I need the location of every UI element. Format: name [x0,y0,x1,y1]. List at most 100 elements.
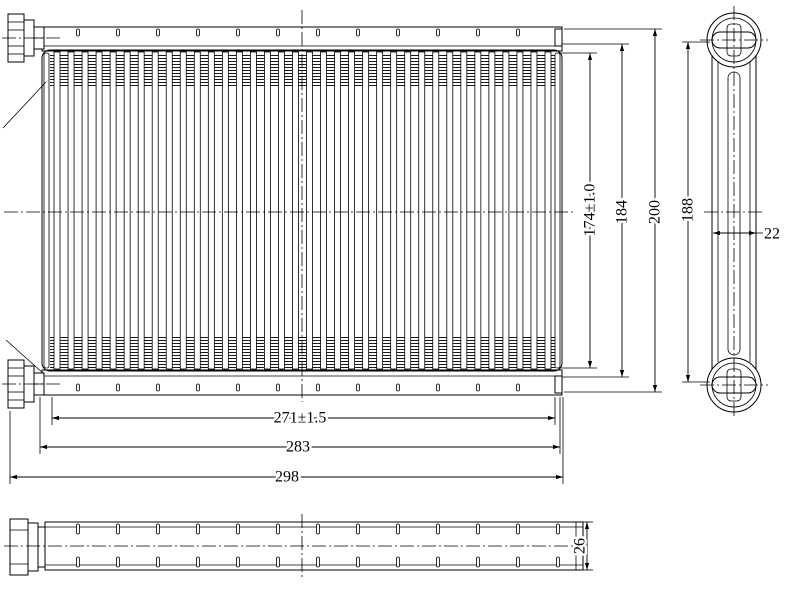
header-slot [396,28,400,37]
bottom-fin-zone [50,337,555,368]
header-slot [76,556,80,568]
header-slot [156,383,160,392]
header-slot [116,383,120,392]
header-slot [396,556,400,568]
tube [502,51,510,370]
header-slot [236,523,240,535]
header-slot [356,556,360,568]
tube [432,51,440,370]
tube [460,51,468,370]
header-slot [276,28,280,37]
tube [418,51,426,370]
header-slots-bottom [76,383,520,392]
side-view [700,6,768,418]
dimension-label: 22 [764,226,780,243]
header-slot [436,523,440,535]
tube [193,51,201,370]
tube [53,51,61,370]
dimension-label: 188 [680,198,697,222]
dimension-overall-width: 298 [9,397,564,488]
tube [348,51,356,370]
header-slot [276,383,280,392]
dimension-label: 184 [614,200,631,224]
dimension-label: 26 [572,538,589,554]
tube [474,51,482,370]
header-slot [476,383,480,392]
top-header-end-cap [554,28,563,47]
header-slot [476,523,480,535]
tube [446,51,454,370]
leader-line-top [2,81,47,129]
tube [516,51,524,370]
header-slot [356,383,360,392]
dimension-depth: 26 [569,521,593,571]
tube [179,51,187,370]
tube [306,51,313,370]
header-slot [156,523,160,535]
tube [362,51,370,370]
header-slot [116,523,120,535]
tube [81,51,89,370]
header-slot [196,523,200,535]
side-plate-left [43,52,50,369]
header-slot [276,523,280,535]
header-slot [516,556,520,568]
dimension-label: 271±1.5 [274,410,327,427]
bottom-view-slots-bottom [76,556,560,568]
header-slot [396,383,400,392]
tube [67,51,75,370]
dimension-overall-height: 200 [564,28,666,393]
header-slot [236,383,240,392]
tube [207,51,215,370]
header-slot [516,383,520,392]
header-slot [236,28,240,37]
header-slot [196,556,200,568]
dimensions: 174±1.0 184 200 188 22 [9,28,783,571]
tube [376,51,384,370]
tube [292,51,299,370]
header-slot [436,28,440,37]
header-slot [476,556,480,568]
tube [488,51,496,370]
dimension-label: 298 [275,469,299,486]
tube [123,51,131,370]
header-slot [116,28,120,37]
tube [109,51,117,370]
header-slot [236,556,240,568]
header-slots-top [76,28,520,37]
tube [530,51,538,370]
dimension-side-height: 188 [677,41,710,383]
header-slot [436,383,440,392]
header-slot [556,556,560,568]
tube [390,51,398,370]
tube [544,51,552,370]
header-slot [476,28,480,37]
header-slot [396,523,400,535]
header-slot [76,28,80,37]
tube [221,51,229,370]
tube [137,51,145,370]
bottom-header-end-cap [554,375,563,394]
tube [264,51,271,370]
header-slot [556,523,560,535]
dimension-tube-height: 184 [562,43,633,378]
tube [95,51,103,370]
tube [249,51,257,370]
dimension-tank-width: 283 [39,397,561,458]
header-slot [316,556,320,568]
bottom-view-fitting-flange [27,522,39,572]
top-fin-zone [50,54,555,86]
header-slot [156,556,160,568]
tube [320,51,327,370]
dimension-core-width: 271±1.5 [51,397,556,429]
dimension-label: 174±1.0 [582,184,599,237]
bottom-view-slots-top [76,523,560,535]
header-slot [356,523,360,535]
bottom-view [4,514,584,580]
leader-line-bottom [5,339,45,375]
header-slot [316,383,320,392]
header-slot [356,28,360,37]
header-slot [316,523,320,535]
header-slot [196,28,200,37]
